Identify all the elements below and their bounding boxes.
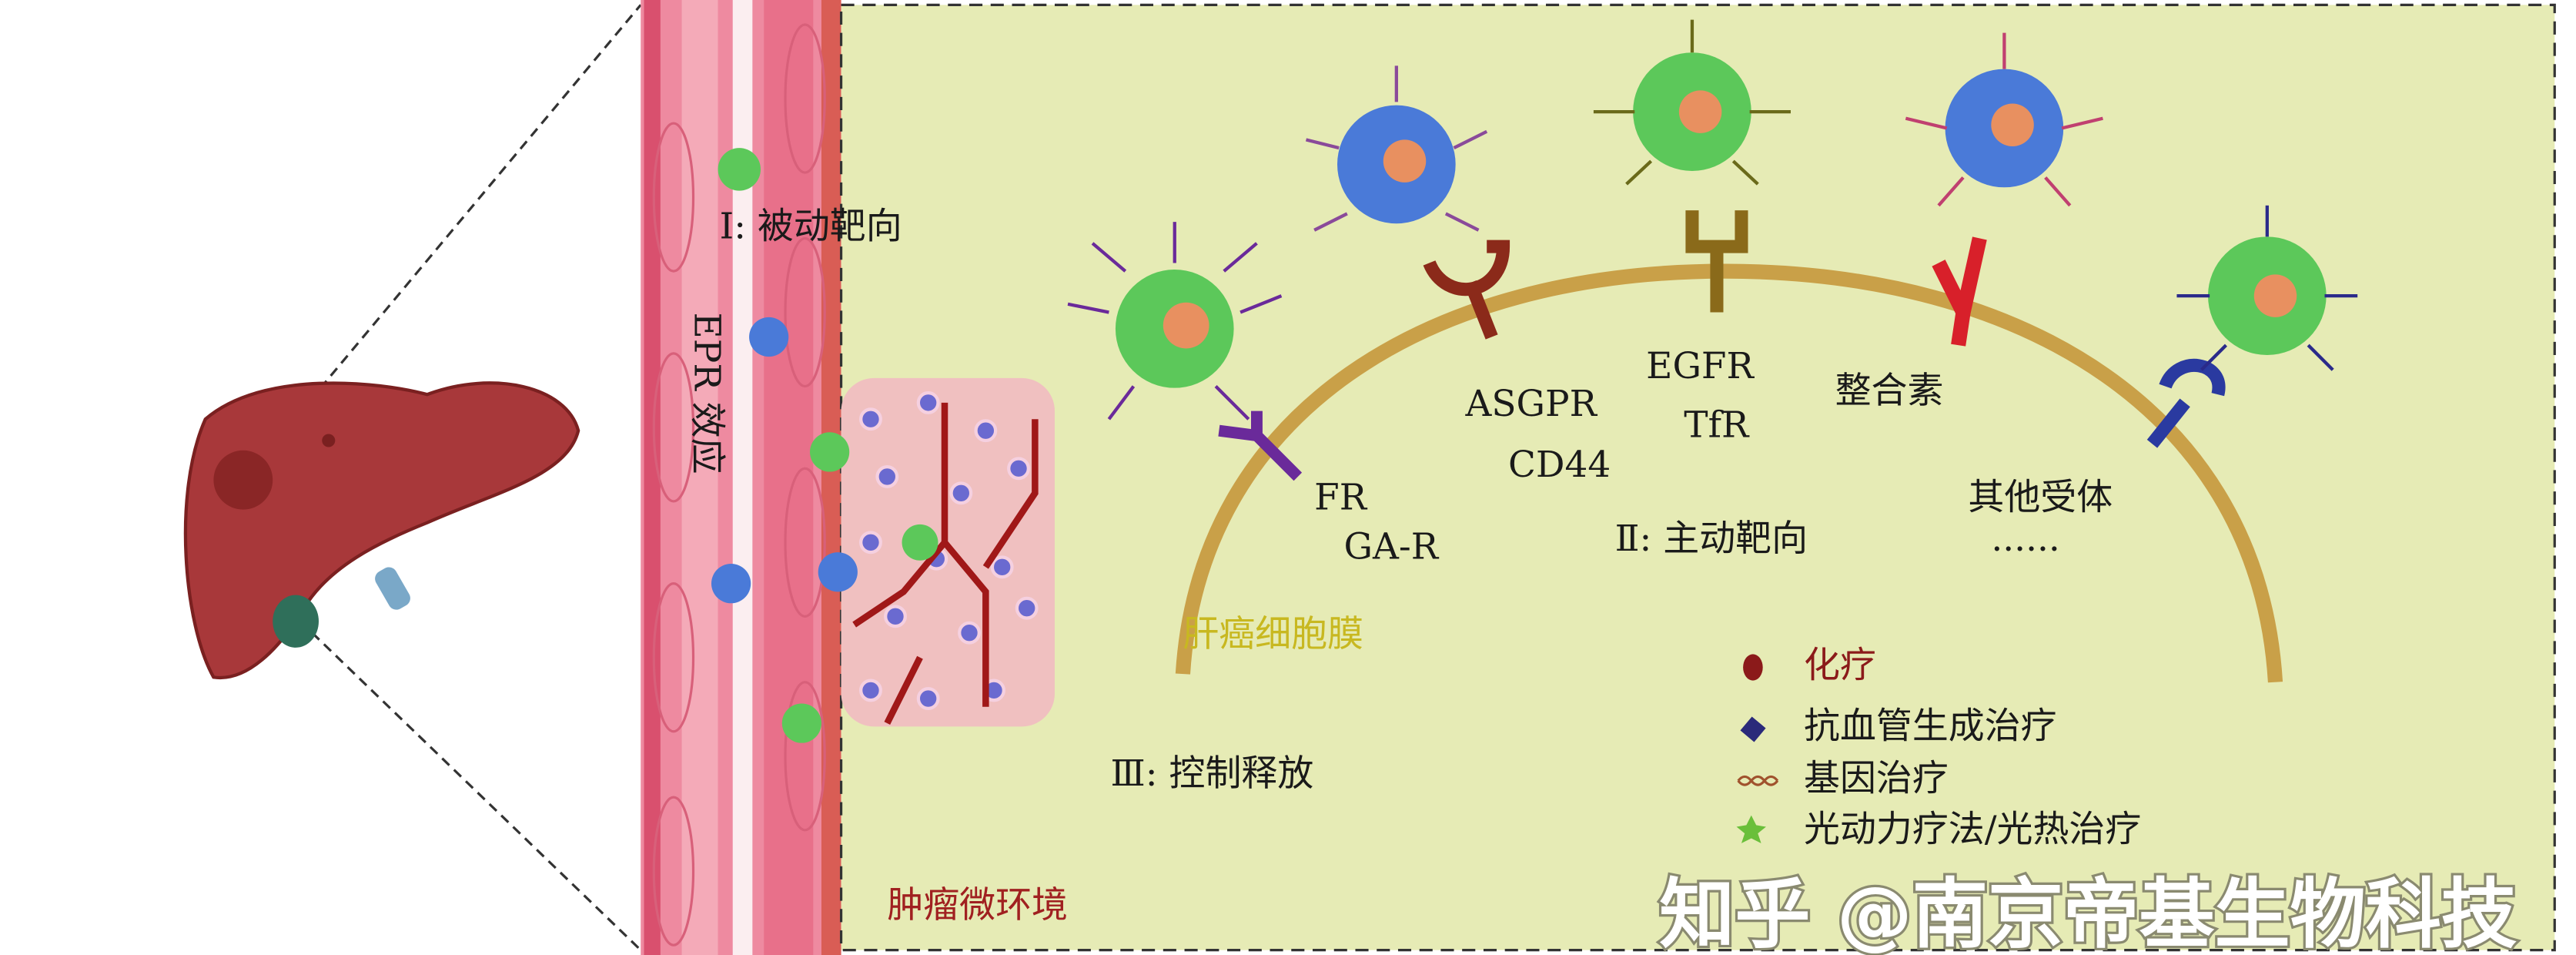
label-passive-targeting: Ⅰ: 被动靶向 [720,205,902,247]
legend-label-antiangiogenic: 抗血管生成治疗 [1804,705,2057,747]
receptor-asgpr [1423,240,1510,340]
receptor-egfr [1685,210,1748,313]
nanoparticle-small-group [711,148,938,743]
receptor-fr [1218,410,1303,481]
label-epr-effect: EPR 效应 [686,313,728,474]
label-controlled-release: Ⅲ: 控制释放 [1111,752,1314,795]
label-ga-r: GA-R [1344,526,1440,568]
label-cd44: CD44 [1508,444,1611,486]
dna-strand-icon [1737,775,1779,786]
watermark: 知乎 @南京帝基生物科技 [1659,871,2517,955]
liver-illustration [183,381,580,680]
tumor-cell-cluster [841,377,1055,727]
legend-label-gene-therapy: 基因治疗 [1804,758,1949,800]
green-star-icon [1736,815,1766,843]
label-membrane: 肝癌细胞膜 [1183,613,1363,655]
label-fr: FR [1314,477,1368,519]
zoom-line-bottom [311,632,642,951]
label-tumor-microenvironment: 肿瘤微环境 [887,884,1068,927]
label-integrin: 整合素 [1835,370,1944,412]
legend-label-chemo: 化疗 [1804,644,1876,686]
receptor-other [2146,358,2226,448]
label-tfr: TfR [1684,404,1750,447]
nanoparticle-blue-integrin [1905,32,2103,207]
receptor-integrin [1932,236,1987,347]
cell-membrane [1175,263,2283,683]
nanoparticle-green-fr [1067,222,1283,421]
blue-diamond-icon [1740,716,1766,742]
red-dot-icon [1743,654,1763,681]
label-active-targeting: Ⅱ: 主动靶向 [1615,518,1808,560]
nanoparticle-green-egfr [1593,19,1791,186]
legend-label-phototherapy: 光动力疗法/光热治疗 [1804,809,2141,851]
label-egfr: EGFR [1646,345,1755,387]
label-asgpr: ASGPR [1464,383,1597,425]
label-ellipsis: ...... [1991,518,2060,560]
label-other-receptors: 其他受体 [1968,477,2113,519]
nanoparticle-blue-asgpr [1305,65,1488,232]
nanoparticle-green-other [2176,205,2358,371]
legend: 化疗 抗血管生成治疗 基因治疗 光动力疗法/光热治疗 [1736,644,2141,851]
blood-vessel [641,0,841,955]
